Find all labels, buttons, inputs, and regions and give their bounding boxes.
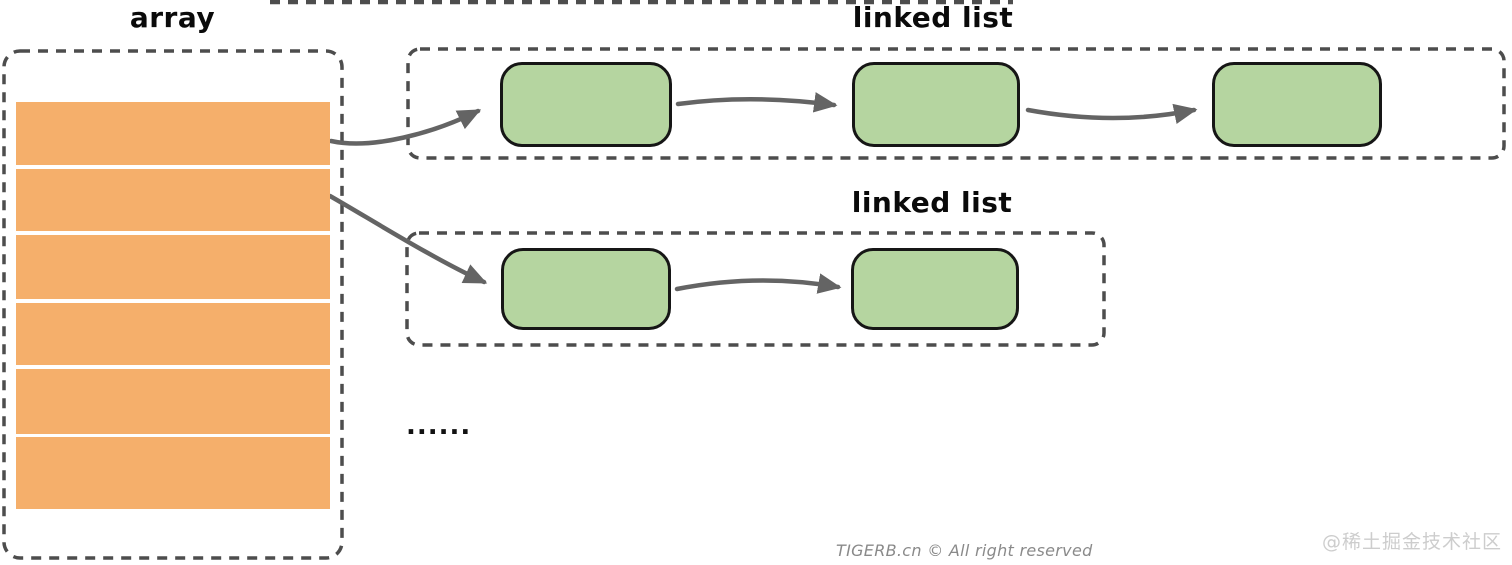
ellipsis-text: ......	[406, 411, 472, 441]
array-cell	[16, 235, 330, 299]
footer-credit: TIGERB.cn © All right reserved	[836, 541, 1093, 560]
linked-list-node	[500, 62, 672, 147]
arrow-icon-array-to-middle-list	[327, 193, 488, 285]
array-label: array	[129, 1, 216, 34]
arrow-icon-top-node2-to-node3	[1025, 103, 1198, 125]
linked-list-node	[1212, 62, 1382, 147]
linked-list-node	[852, 62, 1020, 147]
linked-list-middle-container-border	[405, 231, 1106, 347]
array-cell	[16, 169, 330, 231]
array-cell	[16, 369, 330, 434]
linked-list-middle-label: linked list	[851, 186, 1013, 219]
watermark-text: @稀土掘金技术社区	[1321, 531, 1502, 553]
linked-list-node	[851, 248, 1019, 330]
arrow-icon-middle-node1-to-node2	[674, 273, 842, 294]
linked-list-top-container-border	[406, 47, 1506, 160]
array-cell	[16, 303, 330, 365]
array-cell	[16, 102, 330, 165]
array-container-border	[2, 49, 344, 560]
arrow-icon-array-to-top-list	[328, 108, 482, 146]
array-cell	[16, 437, 330, 509]
linked-list-top-label: linked list	[852, 1, 1014, 34]
linked-list-node	[501, 248, 671, 330]
arrow-icon-top-node1-to-node2	[675, 92, 838, 113]
